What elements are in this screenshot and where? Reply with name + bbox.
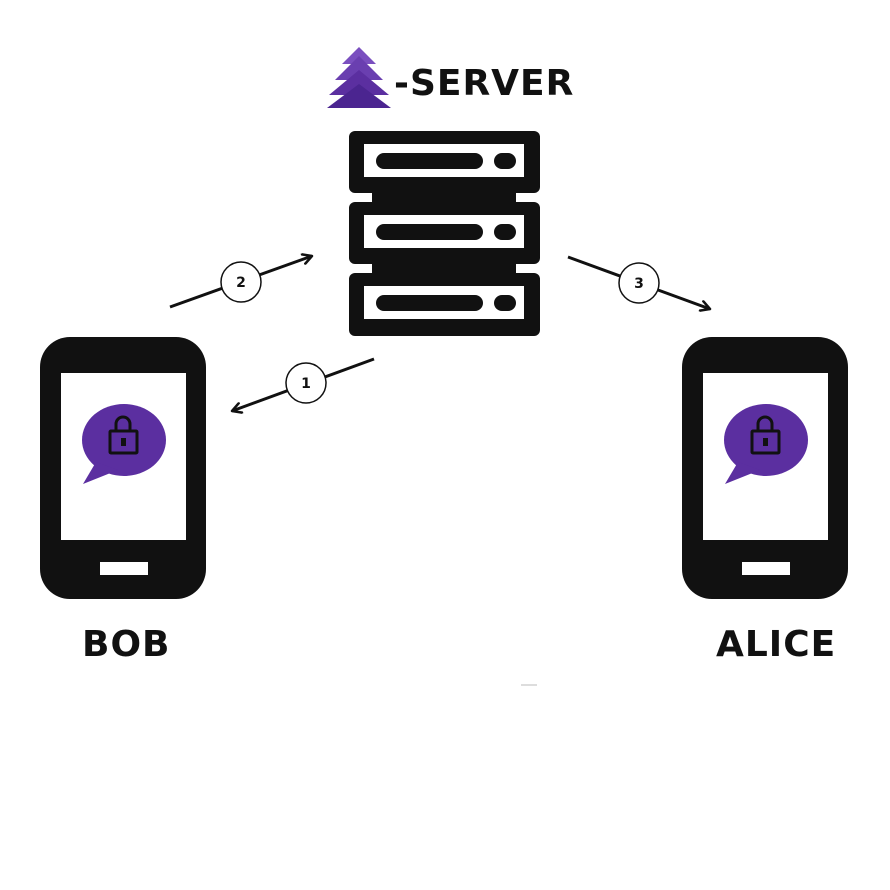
step-label-2: 2 xyxy=(236,275,246,291)
bob-label: BOB xyxy=(82,624,171,665)
divider-mark xyxy=(521,684,537,686)
alice-label: ALICE xyxy=(716,624,837,665)
step-badge-2: 2 xyxy=(220,261,262,303)
server-rack-icon xyxy=(349,131,540,336)
step-label-3: 3 xyxy=(634,276,644,292)
step-badge-1: 1 xyxy=(285,362,327,404)
bob-locked-chat-icon xyxy=(82,404,166,484)
alice-locked-chat-icon xyxy=(724,404,808,484)
server-logo-icon xyxy=(327,47,391,108)
server-title: -SERVER xyxy=(394,63,575,104)
step-label-1: 1 xyxy=(301,376,311,392)
step-badge-3: 3 xyxy=(618,262,660,304)
